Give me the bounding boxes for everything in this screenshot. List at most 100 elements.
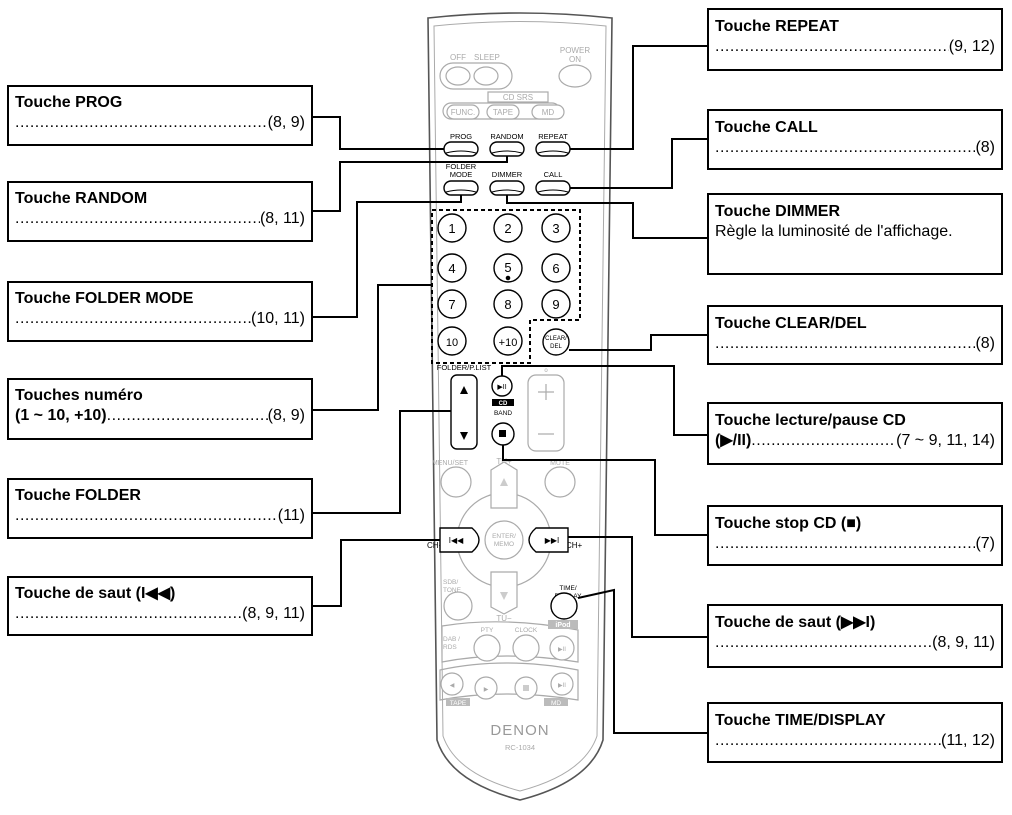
- svg-text:4: 4: [448, 261, 455, 276]
- tape-rewind-button[interactable]: [440, 672, 464, 696]
- tu-minus-label: TU−: [496, 614, 512, 623]
- sdb-tone-label: SDB/: [443, 579, 458, 586]
- number-button-5[interactable]: [493, 253, 523, 283]
- folder-mode-label: FOLDER: [446, 162, 477, 171]
- leader-folder-mode: [312, 195, 462, 318]
- callout-time-display-ref: (11, 12): [941, 732, 995, 749]
- repeat-button[interactable]: [535, 141, 571, 157]
- power-off-label: OFF: [450, 53, 466, 62]
- dimmer-button[interactable]: [489, 180, 525, 196]
- callout-dimmer-desc: Règle la luminosité de l'affichage.: [715, 223, 953, 240]
- callout-skip-forward-ref: (8, 9, 11): [932, 634, 995, 651]
- callout-folder-mode-title: Touche FOLDER MODE: [15, 290, 194, 307]
- random-button[interactable]: [489, 141, 525, 157]
- svg-text:DEL: DEL: [550, 344, 562, 350]
- pty-button[interactable]: [473, 634, 501, 662]
- number-button-4[interactable]: [437, 253, 467, 283]
- svg-text:TONE: TONE: [443, 587, 462, 594]
- number-button-plus10[interactable]: [493, 326, 523, 356]
- skip-back-icon: I◀◀: [449, 536, 464, 545]
- svg-text:◀: ◀: [450, 683, 455, 689]
- skip-forward-button[interactable]: [528, 527, 569, 553]
- number-button-2[interactable]: [493, 213, 523, 243]
- callout-folder-mode-ref: (10, 11): [251, 310, 305, 327]
- callout-play-pause-title: Touche lecture/pause CD: [715, 412, 906, 429]
- svg-text:o: o: [544, 368, 548, 374]
- callout-numbers: Touches numéro (1 ~ 10, +10)(8, 9): [7, 378, 313, 440]
- clock-label: CLOCK: [515, 627, 538, 634]
- svg-text:5: 5: [504, 260, 511, 275]
- md-play-pause-button[interactable]: [550, 672, 574, 696]
- sdb-tone-button[interactable]: [443, 591, 473, 621]
- repeat-label: REPEAT: [538, 132, 568, 141]
- callout-repeat-ref: (9, 12): [948, 38, 995, 55]
- svg-text:▶II: ▶II: [558, 647, 566, 653]
- folder-plist-label: FOLDER/P.LIST: [437, 363, 492, 372]
- leader-time-display: [577, 588, 708, 734]
- ch-minus-label: CH−: [427, 541, 444, 550]
- volume-rocker[interactable]: [527, 374, 565, 452]
- prog-button[interactable]: [443, 141, 479, 157]
- mute-label: MUTE: [550, 460, 570, 467]
- callout-dimmer-title: Touche DIMMER: [715, 203, 841, 220]
- leader-repeat: [570, 45, 708, 150]
- call-button[interactable]: [535, 180, 571, 196]
- callout-clear-del-title: Touche CLEAR/DEL: [715, 315, 867, 332]
- ipod-play-pause-button[interactable]: [549, 635, 575, 661]
- svg-text:1: 1: [448, 221, 455, 236]
- func-button[interactable]: [446, 104, 480, 120]
- svg-text:FUNC.: FUNC.: [451, 108, 475, 117]
- clear-del-button[interactable]: [542, 328, 570, 356]
- callout-prog-ref: (8, 9): [267, 114, 305, 131]
- svg-text:9: 9: [552, 297, 559, 312]
- callout-clear-del-ref: (8): [975, 335, 995, 352]
- power-off-button[interactable]: [445, 66, 471, 86]
- number-button-6[interactable]: [541, 253, 571, 283]
- cd-srs-label: CD SRS: [503, 93, 533, 102]
- callout-folder-title: Touche FOLDER: [15, 487, 141, 504]
- md-button[interactable]: [531, 104, 565, 120]
- clock-button[interactable]: [512, 634, 540, 662]
- play-pause-icon: ▶II: [497, 384, 506, 391]
- random-label: RANDOM: [490, 132, 523, 141]
- time-display-button[interactable]: [550, 592, 578, 620]
- sleep-button[interactable]: [473, 66, 499, 86]
- folder-mode-button[interactable]: [443, 180, 479, 196]
- skip-back-button[interactable]: [439, 527, 480, 553]
- svg-text:RDS: RDS: [443, 644, 457, 651]
- number-button-1[interactable]: [437, 213, 467, 243]
- callout-play-pause-ref: (7 ~ 9, 11, 14): [896, 432, 995, 449]
- number-button-9[interactable]: [541, 289, 571, 319]
- number-button-7[interactable]: [437, 289, 467, 319]
- time-display-label: TIME/: [559, 585, 577, 592]
- svg-text:TAPE: TAPE: [493, 108, 513, 117]
- leader-dimmer: [506, 195, 708, 239]
- ch-plus-label: CH+: [566, 541, 583, 550]
- md-tag: MD: [551, 700, 561, 707]
- enter-memo-button[interactable]: [484, 520, 524, 560]
- callout-skip-back: Touche de saut (I◀◀) (8, 9, 11): [7, 576, 313, 636]
- number-button-8[interactable]: [493, 289, 523, 319]
- svg-text:8: 8: [504, 297, 511, 312]
- leader-numbers: [312, 284, 432, 411]
- svg-text:▶II: ▶II: [558, 683, 566, 689]
- leader-call: [570, 138, 708, 189]
- mute-button[interactable]: [544, 466, 576, 498]
- stop-icon: [499, 430, 506, 437]
- power-on-button[interactable]: [558, 64, 592, 88]
- callout-time-display-title: Touche TIME/DISPLAY: [715, 712, 886, 729]
- callout-skip-back-title: Touche de saut (I◀◀): [15, 585, 176, 602]
- tape-button[interactable]: [486, 104, 520, 120]
- callout-skip-back-ref: (8, 9, 11): [242, 605, 305, 622]
- leader-lines: [312, 45, 708, 734]
- svg-text:MODE: MODE: [450, 170, 473, 179]
- menu-set-button[interactable]: [440, 466, 472, 498]
- tape-play-button[interactable]: [474, 676, 498, 700]
- callout-skip-forward-title: Touche de saut (▶▶I): [715, 614, 876, 631]
- number-button-3[interactable]: [541, 213, 571, 243]
- callout-repeat: Touche REPEAT (9, 12): [707, 8, 1003, 71]
- number-button-10[interactable]: [437, 326, 467, 356]
- svg-text:3: 3: [552, 221, 559, 236]
- callout-prog-title: Touche PROG: [15, 94, 123, 111]
